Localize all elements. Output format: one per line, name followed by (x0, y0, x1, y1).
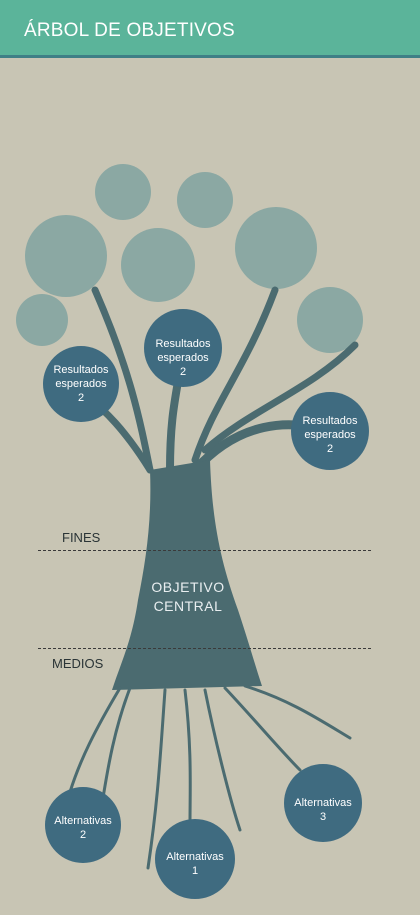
central-objective-line1: OBJETIVO (151, 579, 225, 595)
alternative-node-3 (284, 764, 362, 842)
foliage-circle (177, 172, 233, 228)
foliage (16, 164, 363, 353)
result-label-line: 2 (179, 366, 187, 378)
result-label-line: 2 (77, 392, 85, 404)
alternative-label-line: Alternativas (294, 797, 352, 809)
result-node-1 (43, 346, 119, 422)
alternative-label-line: 1 (191, 865, 199, 877)
result-node-3 (291, 392, 369, 470)
alternative-label-1: Alternativas 1 (157, 850, 233, 878)
result-label-1: Resultados esperados 2 (43, 363, 119, 405)
alternative-label-line: 3 (319, 811, 327, 823)
result-node-2 (144, 309, 222, 387)
result-label-line: esperados (157, 352, 209, 364)
alternative-label-line: 2 (79, 829, 87, 841)
alternative-node-1 (155, 819, 235, 899)
foliage-circle (121, 228, 195, 302)
foliage-circle (235, 207, 317, 289)
result-label-line: Resultados (155, 338, 211, 350)
trunk (112, 460, 262, 690)
alternative-label-line: Alternativas (54, 815, 112, 827)
fines-label: FINES (62, 530, 101, 545)
result-label-line: esperados (55, 378, 107, 390)
foliage-circle (95, 164, 151, 220)
result-label-line: Resultados (53, 364, 109, 376)
foliage-circle (16, 294, 68, 346)
fines-divider (38, 550, 371, 551)
page-title: ÁRBOL DE OBJETIVOS (24, 20, 235, 41)
result-label-3: Resultados esperados 2 (292, 414, 368, 456)
central-objective-line2: CENTRAL (153, 598, 223, 614)
alternative-label-2: Alternativas 2 (45, 814, 121, 842)
alternative-label-3: Alternativas 3 (285, 796, 361, 824)
result-label-2: Resultados esperados 2 (145, 337, 221, 379)
result-label-line: esperados (304, 429, 356, 441)
foliage-circle (25, 215, 107, 297)
medios-label: MEDIOS (52, 656, 104, 671)
result-label-line: 2 (326, 443, 334, 455)
alternative-label-line: Alternativas (166, 851, 224, 863)
alternative-node-2 (45, 787, 121, 863)
header-bar: ÁRBOL DE OBJETIVOS (0, 0, 420, 58)
foliage-circle (297, 287, 363, 353)
medios-divider (38, 648, 371, 649)
central-objective: OBJETIVO CENTRAL (138, 578, 238, 616)
result-label-line: Resultados (302, 415, 358, 427)
